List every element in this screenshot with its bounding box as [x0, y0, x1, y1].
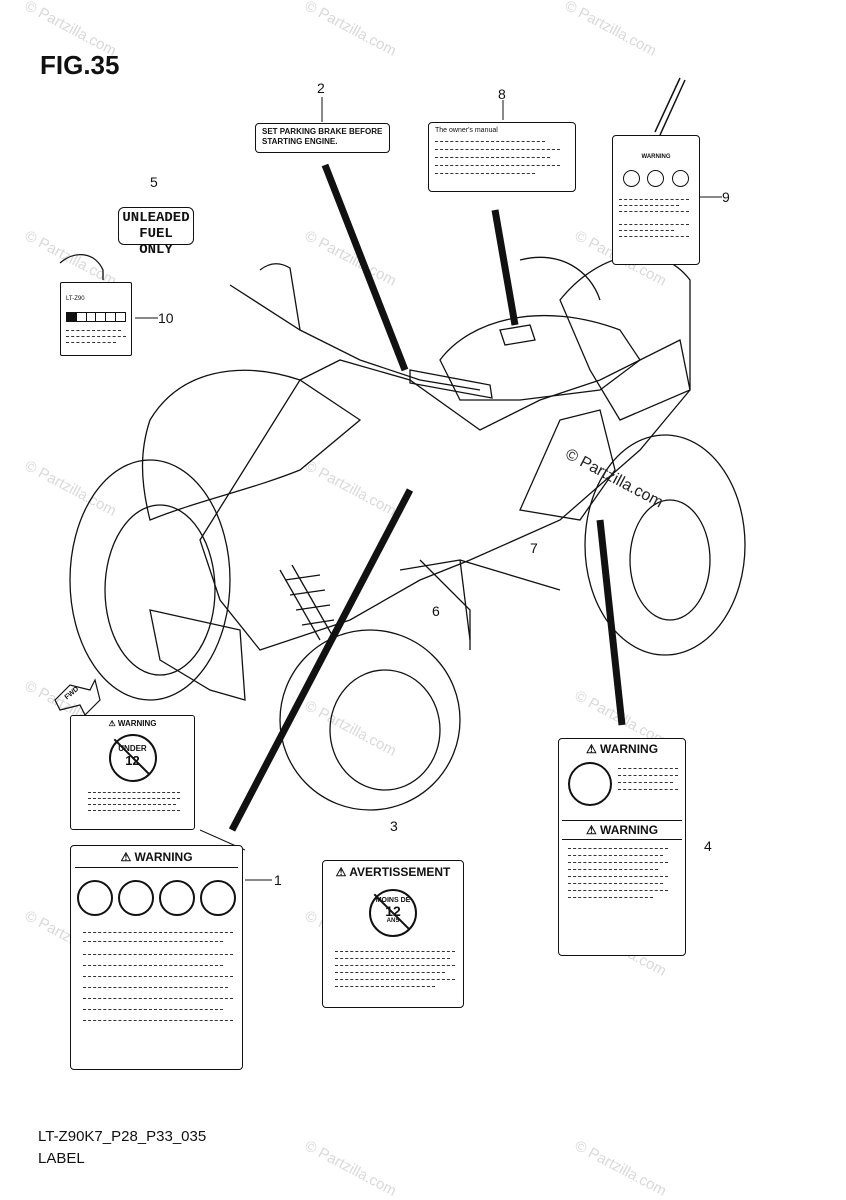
- warning-main-head: ⚠ WARNING: [120, 850, 193, 864]
- figure-caption: LABEL: [38, 1150, 85, 1167]
- unleaded-fuel-label: UNLEADED FUEL ONLY: [118, 207, 194, 258]
- warning-triangle-icon: ⚠: [335, 865, 347, 879]
- hang-tag-10: LT-Z90: [60, 282, 132, 356]
- avertissement-head: ⚠ AVERTISSEMENT: [335, 865, 451, 879]
- callout-5: 5: [150, 174, 158, 190]
- callout-7: 7: [530, 540, 538, 556]
- manual-label-title: The owner's manual: [435, 127, 498, 134]
- warning-triangle-icon: ⚠: [585, 823, 597, 837]
- tag9-pictogram-icon: [672, 170, 690, 187]
- callout-2: 2: [317, 80, 325, 96]
- tag9-pictogram-icon: [622, 170, 640, 187]
- callout-6: 6: [432, 603, 440, 619]
- figure-code: LT-Z90K7_P28_P33_035: [38, 1128, 207, 1145]
- parking-label-line1: SET PARKING BRAKE BEFORE: [262, 127, 383, 136]
- callout-3: 3: [390, 818, 398, 834]
- no-helmet-icon: [199, 880, 236, 916]
- callout-4: 4: [704, 838, 712, 854]
- under-12-prohibition-icon: UNDER 12: [108, 734, 157, 782]
- warning-pair-label: ⚠ WARNING ⚠ WARNING: [558, 738, 686, 956]
- warning-main-label: ⚠ WARNING: [70, 845, 243, 1070]
- warning-triangle-icon: ⚠: [108, 719, 116, 728]
- tag10-title: LT-Z90: [66, 296, 85, 302]
- callout-10: 10: [158, 310, 174, 326]
- callout-9: 9: [722, 189, 730, 205]
- warning-4b-head: ⚠ WARNING: [585, 823, 659, 837]
- no-paved-surface-icon: [118, 880, 155, 916]
- tag9-title: WARNING: [641, 154, 671, 160]
- warning-triangle-icon: ⚠: [120, 850, 132, 864]
- parking-brake-label: SET PARKING BRAKE BEFORE STARTING ENGINE…: [255, 123, 390, 153]
- avertissement-label: ⚠ AVERTISSEMENT MOINS DE 12 ANS: [322, 860, 464, 1008]
- no-passenger-icon: [77, 880, 114, 916]
- callout-8: 8: [498, 86, 506, 102]
- hang-tag-9: WARNING: [612, 135, 700, 265]
- no-alcohol-icon: [158, 880, 195, 916]
- warning-4a-head: ⚠ WARNING: [585, 742, 659, 756]
- moins-de-12-ans-prohibition-icon: MOINS DE 12 ANS: [369, 889, 417, 937]
- warning-under-12-label: ⚠ WARNING UNDER 12: [70, 715, 195, 830]
- tag9-pictogram-icon: [647, 170, 665, 187]
- fuel-label-line2: FUEL ONLY: [139, 226, 173, 258]
- parking-label-line2: STARTING ENGINE.: [262, 137, 338, 146]
- callout-1: 1: [274, 872, 282, 888]
- owners-manual-label: The owner's manual: [428, 122, 576, 192]
- warning-triangle-icon: ⚠: [585, 742, 597, 756]
- figure-title: FIG.35: [40, 50, 120, 80]
- warning-under12-head: ⚠ WARNING: [108, 719, 157, 728]
- fuel-label-line1: UNLEADED: [122, 210, 190, 226]
- age-prohibition-icon: [568, 762, 612, 806]
